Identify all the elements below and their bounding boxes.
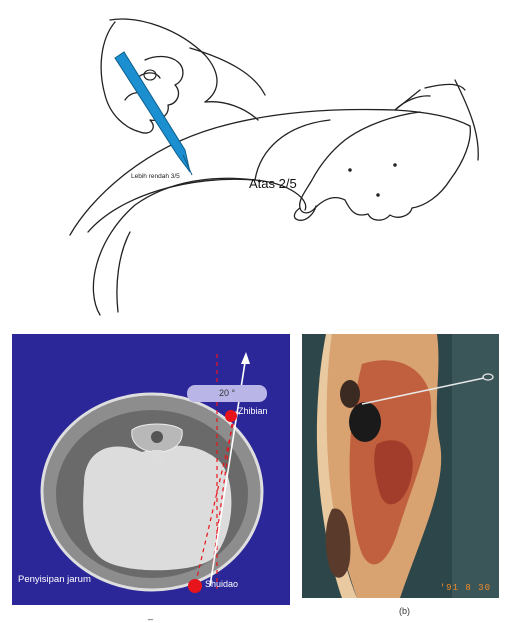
needle-insertion-caption: Penyisipan jarum	[18, 574, 91, 585]
zhibian-label: Zhibian	[238, 406, 268, 416]
arrow-head-icon	[241, 352, 250, 364]
left-hand	[101, 22, 183, 133]
skin-dot-3	[377, 194, 379, 196]
anatomical-section-photo: '91 8 30	[302, 334, 499, 598]
label-upper-two-fifths: Atas 2/5	[249, 176, 297, 191]
sleeve-fold	[395, 84, 465, 110]
buttock-line	[255, 120, 330, 180]
ct-cross-section-panel: 20 ° Zhibian Shuidao Penyisipan jarum	[12, 334, 290, 605]
subfigure-caption-left: _	[148, 610, 153, 620]
photo-date-stamp: '91 8 30	[440, 583, 491, 593]
dark-cavity-2	[340, 380, 360, 408]
body-outline-inner	[93, 178, 255, 315]
skin-dot-1	[349, 169, 351, 171]
fingertip-mark	[144, 70, 156, 80]
shuidao-label: Shuidao	[205, 579, 238, 589]
skin-dot-2	[394, 164, 396, 166]
forearm-lower	[205, 102, 258, 120]
leg-line	[117, 232, 130, 312]
subfigure-caption-b: (b)	[399, 606, 410, 616]
dark-cavity	[349, 402, 381, 442]
right-sleeve	[395, 80, 478, 160]
shuidao-point-marker	[188, 579, 202, 593]
label-lower-three-fifths: Lebih rendah 3/5	[131, 173, 180, 180]
angle-badge: 20 °	[187, 385, 267, 402]
right-hand	[300, 112, 471, 220]
forearm	[190, 48, 265, 95]
zhibian-point-marker	[225, 410, 237, 422]
needling-hand-illustration: Lebih rendah 3/5 Atas 2/5	[0, 0, 507, 320]
